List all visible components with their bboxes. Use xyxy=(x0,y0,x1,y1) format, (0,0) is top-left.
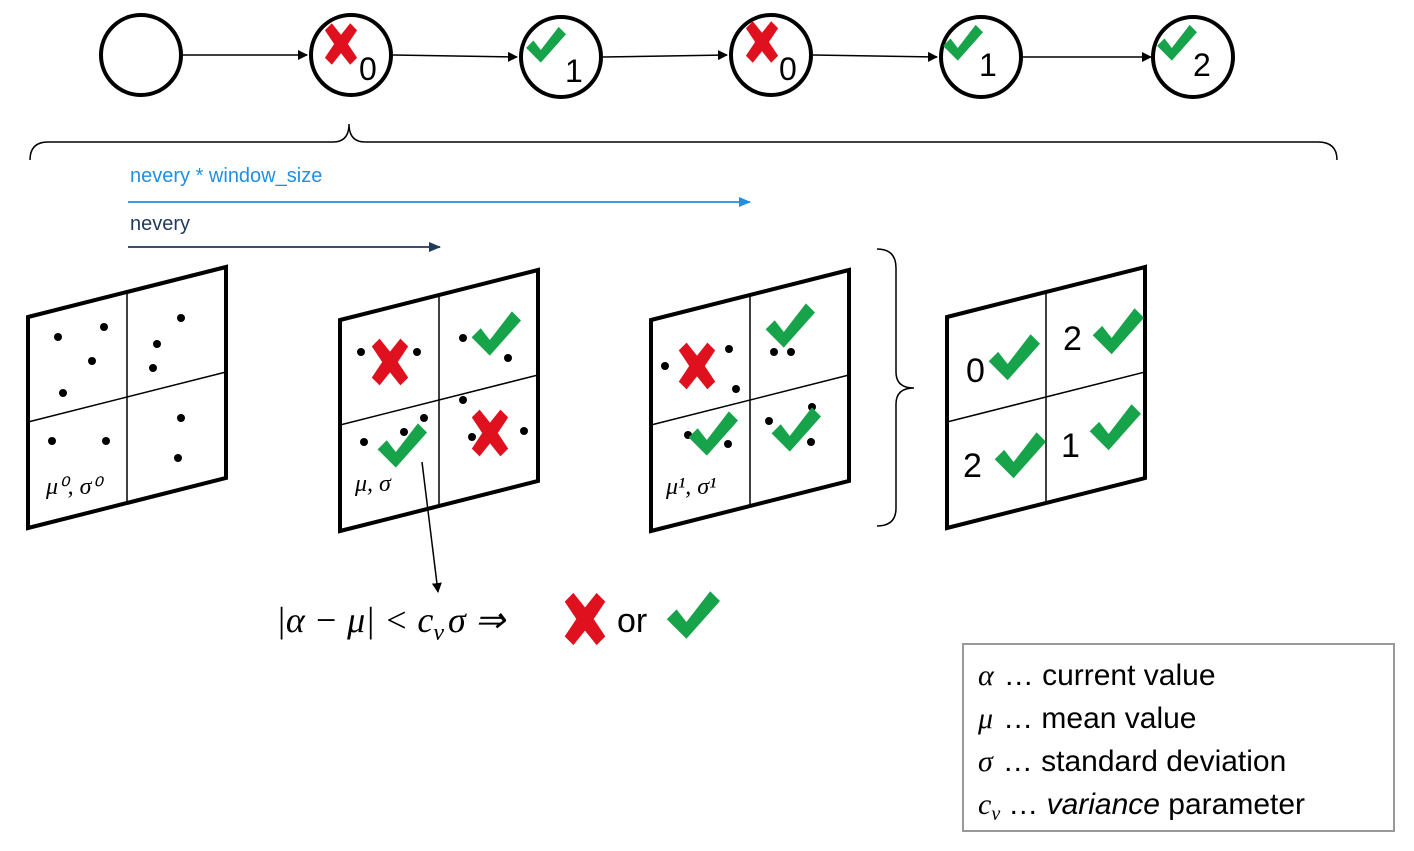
grid-divider xyxy=(339,374,539,426)
grid-4: 0 2 2 1 xyxy=(945,264,1147,531)
grid-divider xyxy=(946,371,1146,423)
timeline-count: 1 xyxy=(979,47,997,83)
legend-box xyxy=(962,643,1395,832)
cell-count: 1 xyxy=(1061,427,1080,465)
timeline-count: 2 xyxy=(1193,47,1211,83)
legend-item-mu: μ… mean value xyxy=(977,702,1197,735)
grid-divider xyxy=(27,371,227,423)
timeline-state-2 xyxy=(519,15,603,99)
legend-item-cv: cv… variance parameter xyxy=(978,788,1305,825)
legend: α… current value μ… mean value σ… standa… xyxy=(962,643,1395,832)
window-brace xyxy=(29,123,1338,161)
cross-icon xyxy=(564,592,606,646)
grid-3: μ¹, σ¹ xyxy=(649,267,851,534)
grid-points xyxy=(661,345,816,448)
legend-item-alpha: α… current value xyxy=(978,659,1216,692)
window-size-label: nevery * window_size xyxy=(130,165,322,187)
cell-count: 2 xyxy=(1063,320,1082,358)
timeline-count: 0 xyxy=(359,51,377,87)
nevery-label: nevery xyxy=(130,213,190,235)
grid-2: μ, σ xyxy=(338,267,540,593)
timeline-arrow xyxy=(392,51,518,62)
cell-count: 0 xyxy=(966,352,985,390)
grid-stats-label: μ¹, σ¹ xyxy=(665,474,716,500)
formula-arrow xyxy=(421,461,442,593)
grid-1: μ⁰, σ⁰ xyxy=(26,264,228,531)
aggregate-brace xyxy=(876,248,915,527)
legend-item-sigma: σ… standard deviation xyxy=(978,745,1286,778)
timeline-count: 0 xyxy=(779,51,797,87)
formula-main: |α − μ| < c xyxy=(276,600,433,640)
grid-divider xyxy=(650,374,850,426)
grid-points xyxy=(357,334,528,446)
formula-or: or xyxy=(617,602,647,640)
check-icon xyxy=(666,591,720,639)
timeline-arrow xyxy=(602,50,728,61)
cell-count: 2 xyxy=(963,447,982,485)
grid-points xyxy=(48,314,185,462)
window-arrows: nevery * window_size nevery xyxy=(128,165,751,252)
grid-stats-label: μ⁰, σ⁰ xyxy=(45,474,105,500)
formula-subscript: v xyxy=(433,620,444,646)
timeline-state-empty xyxy=(99,13,183,97)
timeline-arrow xyxy=(812,51,938,62)
timeline-state-4 xyxy=(939,15,1023,99)
formula-tail: σ ⇒ xyxy=(448,600,507,640)
timeline-state-5 xyxy=(1151,15,1235,99)
timeline: 0 1 0 1 2 xyxy=(99,13,1235,99)
grid-stats-label: μ, σ xyxy=(354,471,392,497)
timeline-count: 1 xyxy=(565,53,583,89)
